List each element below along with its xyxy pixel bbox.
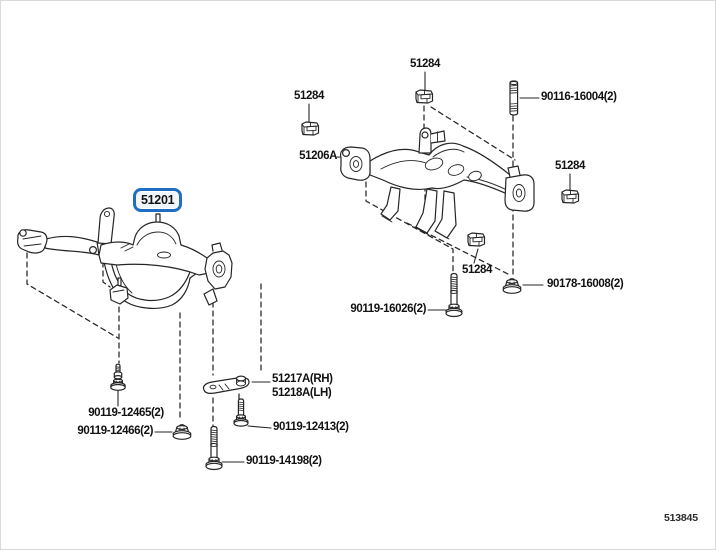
bolt-12413-drawing bbox=[233, 398, 249, 427]
stud-drawing bbox=[509, 80, 519, 116]
callout-90119-12465[interactable]: 90119-12465(2) bbox=[88, 407, 164, 419]
stay-plate-drawing bbox=[202, 375, 250, 394]
nut-12466-drawing bbox=[172, 424, 192, 440]
front-crossmember-drawing bbox=[17, 207, 233, 309]
clip-51284-left-drawing bbox=[301, 121, 320, 136]
callout-51284-bottom[interactable]: 51284 bbox=[462, 264, 492, 276]
bolt-14198-drawing bbox=[205, 425, 223, 471]
callout-90116-16004[interactable]: 90116-16004(2) bbox=[541, 91, 617, 103]
bolt-12465-drawing bbox=[110, 363, 126, 391]
callout-51284-right[interactable]: 51284 bbox=[555, 160, 585, 172]
callout-51218a-lh[interactable]: 51218A(LH) bbox=[272, 387, 332, 399]
callout-90119-14198[interactable]: 90119-14198(2) bbox=[246, 455, 322, 467]
rear-crossmember-drawing bbox=[339, 127, 535, 240]
callout-51284-top[interactable]: 51284 bbox=[410, 58, 440, 70]
callout-90178-16008[interactable]: 90178-16008(2) bbox=[547, 278, 624, 290]
bolt-16026-drawing bbox=[445, 272, 463, 318]
clip-51284-top-drawing bbox=[415, 89, 434, 104]
callout-90119-12413[interactable]: 90119-12413(2) bbox=[273, 421, 349, 433]
clip-51284-right-drawing bbox=[561, 189, 580, 204]
callout-51201-highlighted[interactable]: 51201 bbox=[133, 188, 183, 212]
callout-51284-left[interactable]: 51284 bbox=[294, 90, 324, 102]
callout-90119-16026[interactable]: 90119-16026(2) bbox=[350, 303, 426, 315]
callout-90119-12466[interactable]: 90119-12466(2) bbox=[77, 425, 153, 437]
nut-90178-drawing bbox=[502, 278, 522, 294]
callout-51206a[interactable]: 51206A bbox=[299, 150, 337, 162]
figure-code: 513845 bbox=[664, 512, 698, 524]
clip-51284-bottom-drawing bbox=[467, 232, 486, 247]
callout-51217a-rh[interactable]: 51217A(RH) bbox=[272, 373, 333, 385]
